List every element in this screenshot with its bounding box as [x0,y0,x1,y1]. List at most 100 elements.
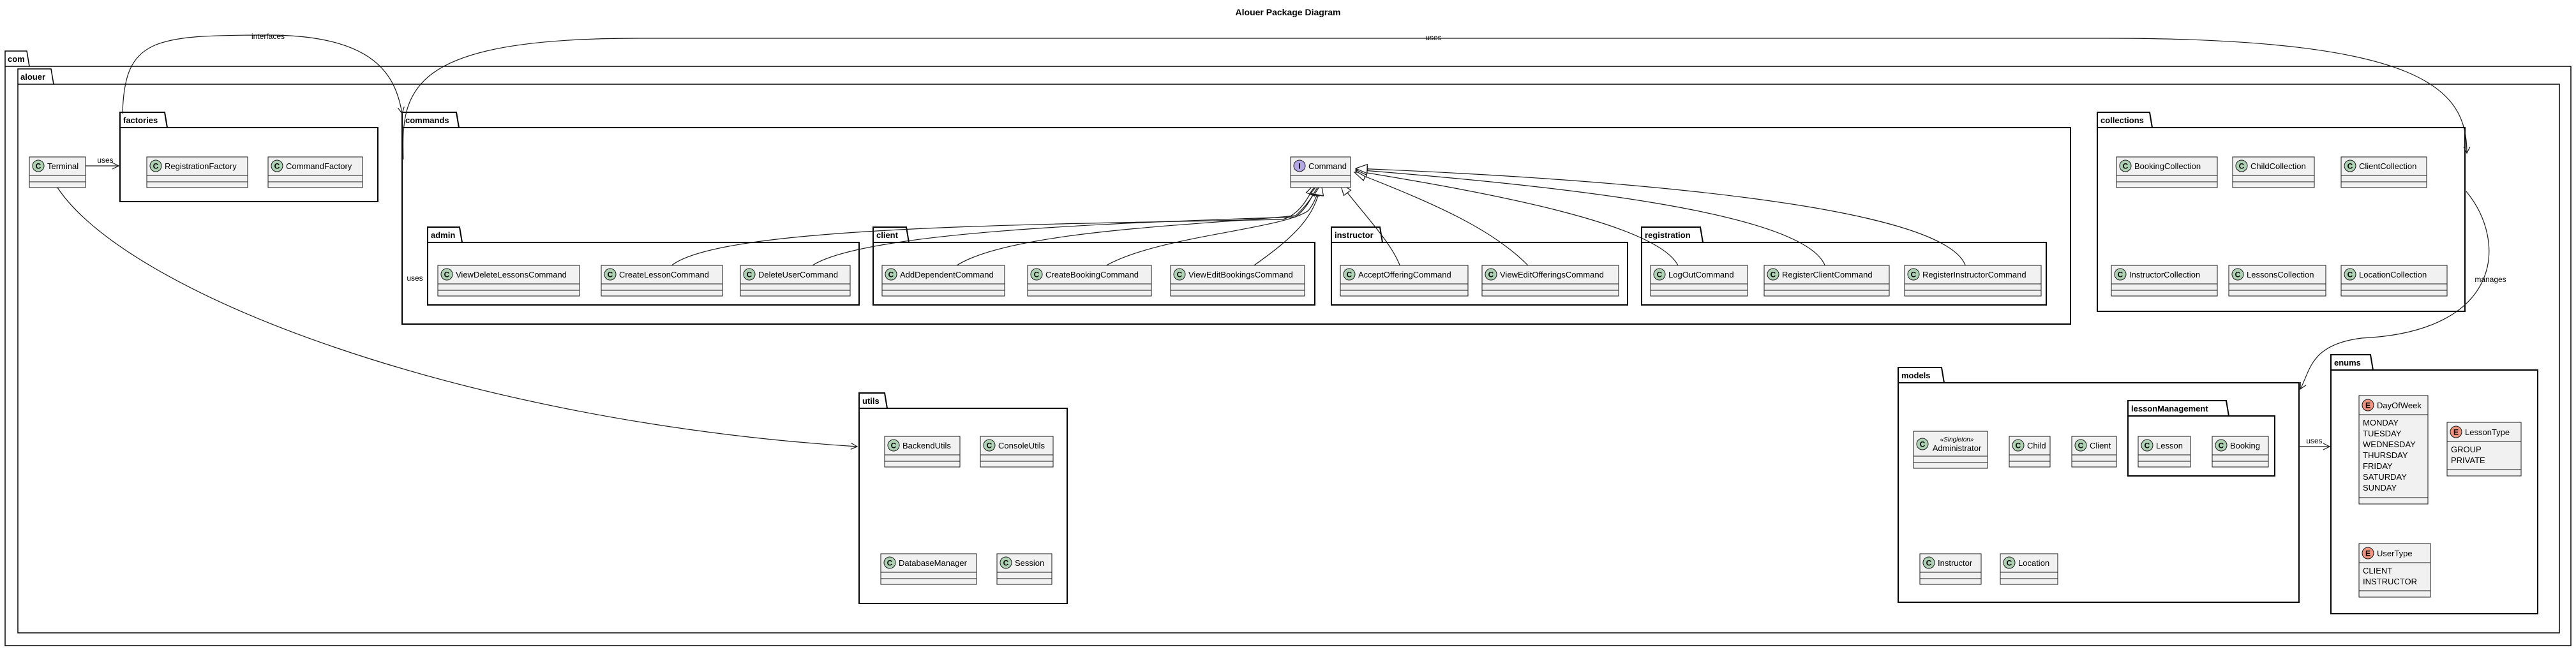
package-lessonManagement-label: lessonManagement [2131,404,2208,413]
enum-user-type-name: UserType [2377,549,2413,558]
class-instructor[interactable]: C Instructor [1919,553,1982,585]
class-icon [604,268,617,281]
class-child[interactable]: C Child [2009,436,2051,468]
svg-text:C: C [444,270,450,279]
class-database-manager-name: DatabaseManager [899,558,968,568]
class-lessons-collection-name: LessonsCollection [2247,270,2314,279]
class-booking-collection[interactable]: C BookingCollection [2116,156,2218,188]
class-terminal-name: Terminal [47,161,79,171]
enum-lesson-type[interactable]: E LessonType GROUP PRIVATE [2446,422,2522,477]
class-child-collection[interactable]: C ChildCollection [2232,156,2315,188]
enum-literal: WEDNESDAY [2363,440,2416,449]
package-admin-label: admin [431,230,455,240]
class-icon [1922,556,1935,569]
package-enums: enums [2330,354,2538,614]
svg-text:C: C [2145,441,2150,450]
class-client-collection[interactable]: C ClientCollection [2340,156,2427,188]
class-icon [32,159,45,172]
class-logout-command-name: LogOutCommand [1668,270,1734,279]
enum-literal: SUNDAY [2363,483,2397,493]
class-icon [2235,159,2248,172]
class-console-utils[interactable]: C ConsoleUtils [980,436,1054,468]
package-commands: commands [401,112,2071,325]
class-lessons-collection[interactable]: C LessonsCollection [2228,265,2326,297]
package-models-label: models [1901,371,1931,380]
class-backend-utils[interactable]: C BackendUtils [884,436,961,468]
class-icon [2074,439,2087,452]
class-icon [885,268,897,281]
enum-user-type[interactable]: E UserType CLIENT INSTRUCTOR [2358,543,2431,598]
class-view-edit-bookings-command[interactable]: C ViewEditBookingsCommand [1170,265,1305,297]
class-icon [2114,268,2127,281]
class-register-client-command-name: RegisterClientCommand [1782,270,1873,279]
class-location[interactable]: C Location [2000,553,2058,585]
class-accept-offering-command-name: AcceptOfferingCommand [1358,270,1451,279]
svg-text:C: C [891,441,897,450]
class-booking[interactable]: C Booking [2212,436,2269,468]
class-icon [149,159,162,172]
class-database-manager[interactable]: C DatabaseManager [880,553,977,585]
edge-createlesson-command [670,184,1315,267]
svg-text:C: C [2348,270,2353,279]
class-add-dependent-command[interactable]: C AddDependentCommand [881,265,1005,297]
class-registration-factory[interactable]: C RegistrationFactory [146,156,248,188]
class-location-collection[interactable]: C LocationCollection [2340,265,2448,297]
class-client[interactable]: C Client [2071,436,2117,468]
class-administrator-name: Administrator [1933,443,1982,453]
class-instructor-collection[interactable]: C InstructorCollection [2111,265,2218,297]
enum-day-of-week[interactable]: E DayOfWeek MONDAY TUESDAY WEDNESDAY THU… [2358,395,2429,505]
class-command-factory[interactable]: C CommandFactory [267,156,363,188]
class-terminal[interactable]: C Terminal [29,156,86,188]
class-accept-offering-command[interactable]: C AcceptOfferingCommand [1340,265,1469,297]
interface-command[interactable]: I Command [1290,156,1351,188]
class-administrator[interactable]: C «Singleton» Administrator [1913,431,1988,469]
svg-text:C: C [2078,441,2084,450]
class-booking-name: Booking [2230,441,2260,450]
class-logout-command[interactable]: C LogOutCommand [1650,265,1748,297]
class-delete-user-command[interactable]: C DeleteUserCommand [740,265,851,297]
enum-lesson-type-name: LessonType [2465,427,2510,437]
edge-registerclient-command [1356,170,1826,267]
svg-text:E: E [2453,428,2459,437]
svg-text:C: C [1911,270,1917,279]
package-com: com [4,50,2572,646]
package-collections: collections [2097,112,2466,312]
class-view-delete-lessons-command[interactable]: C ViewDeleteLessonsCommand [437,265,580,297]
package-com-label: com [8,54,25,64]
package-commands-label: commands [405,115,449,125]
class-icon [2003,556,2016,569]
svg-text:C: C [1003,559,1009,568]
relation-terminal-utils [57,187,857,447]
diagram-title: Alouer Package Diagram [1236,7,1341,17]
interface-command-name: Command [1308,161,1347,171]
class-icon [887,439,900,452]
class-view-edit-offerings-command-name: ViewEditOfferingsCommand [1500,270,1604,279]
enum-literal: GROUP [2451,445,2482,454]
class-register-instructor-command[interactable]: C RegisterInstructorCommand [1904,265,2042,297]
class-location-name: Location [2018,558,2049,568]
class-icon [2231,268,2244,281]
svg-text:C: C [2123,162,2129,171]
class-registration-factory-name: RegistrationFactory [165,161,237,171]
class-icon [983,439,996,452]
class-lesson[interactable]: C Lesson [2138,436,2191,468]
class-icon [1916,438,1929,450]
edge-registerinstructor-command [1356,168,1966,267]
svg-text:E: E [2365,549,2370,558]
package-utils-label: utils [862,396,880,406]
class-icon [2215,439,2228,452]
edge-vieweditbookings-command [1252,184,1321,267]
class-register-client-command[interactable]: C RegisterClientCommand [1764,265,1890,297]
class-icon [1907,268,1920,281]
class-instructor-collection-name: InstructorCollection [2129,270,2200,279]
svg-text:C: C [1177,270,1183,279]
svg-text:C: C [888,270,894,279]
class-icon [2344,268,2356,281]
class-view-edit-offerings-command[interactable]: C ViewEditOfferingsCommand [1481,265,1619,297]
class-create-lesson-command[interactable]: C CreateLessonCommand [601,265,723,297]
class-backend-utils-name: BackendUtils [902,441,951,450]
package-enums-label: enums [2334,358,2361,367]
svg-text:C: C [608,270,613,279]
class-create-booking-command[interactable]: C CreateBookingCommand [1027,265,1152,297]
class-session[interactable]: C Session [996,553,1052,585]
